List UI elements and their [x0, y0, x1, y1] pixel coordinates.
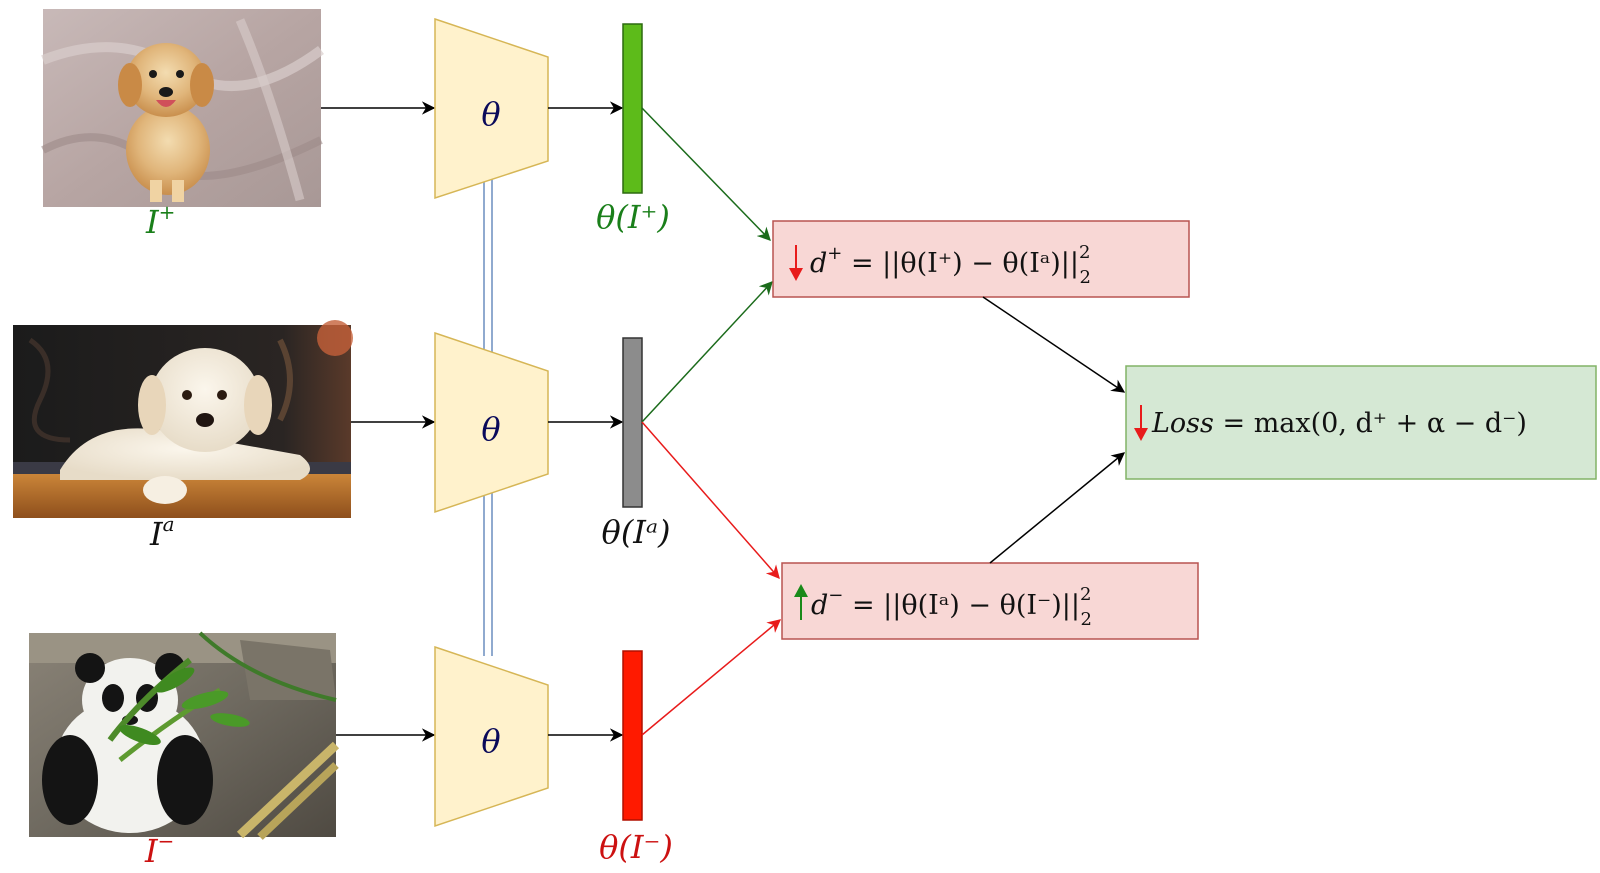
arrow-anchor-to-dplus [641, 281, 773, 423]
labrador-puppy-icon [60, 348, 310, 504]
anchor-image [13, 320, 353, 518]
embedding-negative-label: θ(I⁻) [599, 828, 673, 866]
encoder-anchor-symbol: θ [481, 410, 500, 448]
embedding-anchor-bar [622, 337, 643, 508]
embedding-anchor-label: θ(Iᵃ) [602, 513, 671, 551]
negative-image [29, 631, 340, 840]
embedding-negative-bar [622, 650, 643, 821]
anchor-image-label: Ia [149, 512, 175, 553]
bamboo-icon [107, 657, 340, 840]
positive-image [41, 9, 324, 207]
arrow-negative-to-dminus [641, 619, 782, 736]
encoder-negative: θ [434, 645, 549, 828]
arrow-down-icon [1134, 405, 1148, 441]
golden-puppy-icon [118, 43, 214, 202]
encoder-positive: θ [434, 17, 549, 200]
embedding-positive-label: θ(I⁺) [596, 198, 670, 236]
arrow-positive-to-dplus [641, 107, 771, 241]
loss-box: Loss = max(0, d⁺ + α − d⁻) [1125, 365, 1597, 480]
negative-image-label: I− [144, 829, 174, 870]
encoder-anchor: θ [434, 331, 549, 514]
arrow-anchor-to-dminus [641, 421, 780, 580]
arrow-down-icon [789, 245, 803, 281]
encoder-positive-symbol: θ [481, 95, 500, 133]
embedding-positive-bar [622, 23, 643, 194]
positive-image-label: I+ [145, 200, 175, 241]
encoder-negative-symbol: θ [481, 722, 500, 760]
arrow-dminus-to-loss [989, 452, 1126, 564]
arrow-up-icon [794, 584, 808, 620]
loss-equation: Loss = max(0, d⁺ + α − d⁻) [1151, 408, 1527, 439]
arrow-dplus-to-loss [982, 296, 1126, 393]
